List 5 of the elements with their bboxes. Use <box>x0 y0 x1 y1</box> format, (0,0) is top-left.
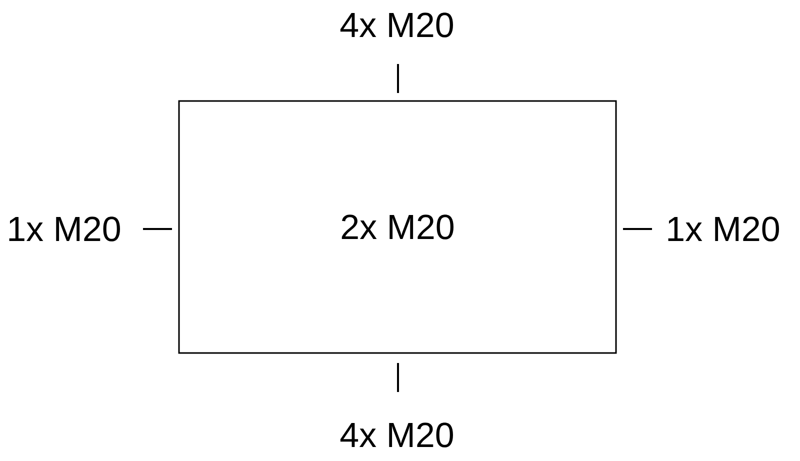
entry-label: 1x M20 <box>9 216 120 242</box>
entry-label: 4x M20 <box>340 12 453 38</box>
entry-label: 4x M20 <box>340 422 453 448</box>
entry-label: 1x M20 <box>668 216 779 242</box>
enclosure-box: 2x M20 <box>178 100 617 354</box>
